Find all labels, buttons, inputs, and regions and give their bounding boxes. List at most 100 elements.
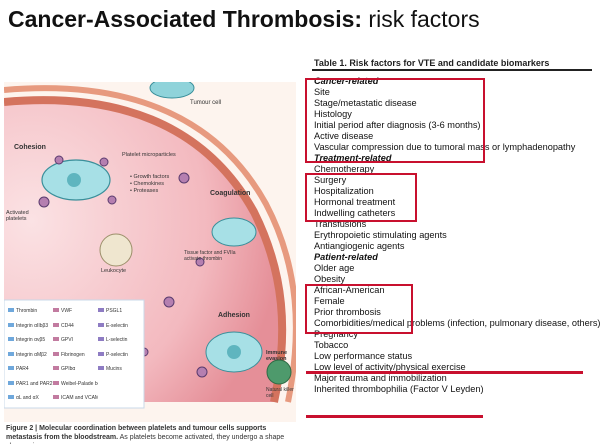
legend-swatch-icon	[53, 395, 59, 399]
risk-factor-item: Major trauma and immobilization	[314, 373, 447, 383]
risk-factor-item: Initial period after diagnosis (3-6 mont…	[314, 120, 481, 130]
risk-factor-item: Older age	[314, 263, 355, 273]
nk-cell	[266, 359, 292, 385]
label-leukocyte: Leukocyte	[101, 268, 127, 274]
risk-factor-item: Female	[314, 296, 345, 306]
label-coagulation: Coagulation	[210, 190, 251, 197]
legend-swatch-icon	[98, 366, 104, 370]
legend-swatch-icon	[8, 395, 14, 399]
label-proteases: • Proteases	[130, 188, 159, 194]
risk-factor-item: Comorbidities/medical problems (infectio…	[314, 318, 600, 328]
legend-entry: ICAM and VCAM	[53, 391, 98, 406]
group-heading: Patient-related	[314, 252, 378, 262]
coagulation-tumour-cell	[211, 217, 257, 247]
risk-factor-item: Erythropoietic stimulating agents	[314, 230, 447, 240]
legend-swatch-icon	[8, 351, 14, 356]
slide-title: Cancer-Associated Thrombosis: risk facto…	[8, 6, 480, 33]
legend-swatch-icon	[53, 337, 59, 341]
risk-factor-item: Chemotherapy	[314, 164, 375, 174]
slide-title-bold: Cancer-Associated Thrombosis:	[8, 6, 363, 32]
risk-factor-item: Indwelling catheters	[314, 208, 396, 218]
risk-factor-item: Inherited thrombophilia (Factor V Leyden…	[314, 384, 484, 394]
risk-factor-item: Vascular compression due to tumoral mass…	[314, 142, 576, 152]
legend-swatch-icon	[53, 322, 59, 327]
label-nk-cell: Natural killer cell	[266, 387, 294, 399]
legend-entry	[98, 377, 143, 392]
legend-swatch-icon	[8, 380, 14, 385]
legend-entry: Weibel-Palade bodies	[53, 377, 98, 392]
legend-swatch-icon	[8, 337, 14, 341]
legend-entry: CD44	[53, 319, 98, 334]
legend-entry	[98, 391, 143, 406]
risk-factor-item: Tobacco	[314, 340, 349, 350]
label-growth-factors: • Growth factors	[130, 174, 170, 180]
legend-swatch-icon	[98, 337, 104, 341]
risk-factor-item: Active disease	[314, 131, 374, 141]
risk-factor-item: Hormonal treatment	[314, 197, 396, 207]
legend-entry: Integrin αIIbβ3	[8, 319, 53, 334]
highlight-treatment-related	[305, 173, 417, 222]
legend-entry: Mucins	[98, 362, 143, 377]
risk-factor-item: African-American	[314, 285, 385, 295]
legend-entry: E-selectin	[98, 319, 143, 334]
legend-entry: PSGL1	[98, 304, 143, 319]
legend-entry: PAR1 and PAR2	[8, 377, 53, 392]
platelet-tumour-figure: Tumour cell Cohesion Activated platelets…	[4, 82, 296, 444]
legend-entry: Fibrinogen	[53, 348, 98, 363]
legend-swatch-icon	[98, 322, 104, 327]
underline-low-activity	[306, 415, 483, 418]
leukocyte-cell	[99, 233, 133, 267]
risk-factor-item: Site	[314, 87, 330, 97]
legend-swatch-icon	[98, 308, 104, 312]
risk-factor-item: Histology	[314, 109, 352, 119]
legend-swatch-icon	[53, 366, 59, 370]
legend-entry: VWF	[53, 304, 98, 319]
tumour-cell-top	[149, 82, 195, 99]
label-tissue-factor: Tissue factor and FVIIa activate thrombi…	[184, 250, 236, 262]
legend-swatch-icon	[53, 308, 59, 312]
group-heading: Cancer-related	[314, 76, 379, 86]
label-activated-platelets: Activated platelets	[6, 210, 29, 222]
legend-swatch-icon	[53, 351, 59, 356]
label-adhesion: Adhesion	[218, 312, 250, 319]
legend-entry: L-selectin	[98, 333, 143, 348]
underline-comorbidities	[306, 371, 583, 374]
group-heading: Treatment-related	[314, 153, 392, 163]
legend-swatch-icon	[98, 351, 104, 356]
legend-entry: PAR4	[8, 362, 53, 377]
label-cohesion: Cohesion	[14, 144, 46, 151]
risk-factor-table: Table 1. Risk factors for VTE and candid…	[305, 58, 600, 445]
risk-factor-item: Low performance status	[314, 351, 413, 361]
legend-entry: Thrombin	[8, 304, 53, 319]
risk-factor-item: Antiangiogenic agents	[314, 241, 405, 251]
legend-entry: P-selectin	[98, 348, 143, 363]
risk-factor-item: Obesity	[314, 274, 346, 284]
risk-factor-item: Low level of activity/physical exercise	[314, 362, 466, 372]
legend-entry: Integrin αMβ2	[8, 348, 53, 363]
figure-caption: Figure 2 | Molecular coordination betwee…	[6, 424, 296, 444]
risk-factor-item: Pregnancy	[314, 329, 358, 339]
highlight-patient-related	[305, 284, 413, 334]
caption-rest: As platelets become activated, they unde…	[6, 434, 285, 444]
highlight-cancer-related	[305, 78, 485, 163]
risk-factor-item: Surgery	[314, 175, 347, 185]
risk-factor-item: Prior thrombosis	[314, 307, 381, 317]
table-title: Table 1. Risk factors for VTE and candid…	[314, 58, 550, 68]
legend-swatch-icon	[8, 322, 14, 327]
label-platelet-microparticles: Platelet microparticles	[122, 152, 176, 158]
legend-swatch-icon	[8, 366, 14, 370]
label-secreted-factors: • Growth factors • Chemokines • Protease…	[130, 174, 169, 195]
label-tumour-cell: Tumour cell	[190, 100, 222, 106]
label-immune-evasion: Immune evasion	[266, 350, 288, 362]
risk-factor-item: Stage/metastatic disease	[314, 98, 417, 108]
label-chemokines: • Chemokines	[130, 181, 165, 187]
legend-entry: Integrin αvβ5	[8, 333, 53, 348]
